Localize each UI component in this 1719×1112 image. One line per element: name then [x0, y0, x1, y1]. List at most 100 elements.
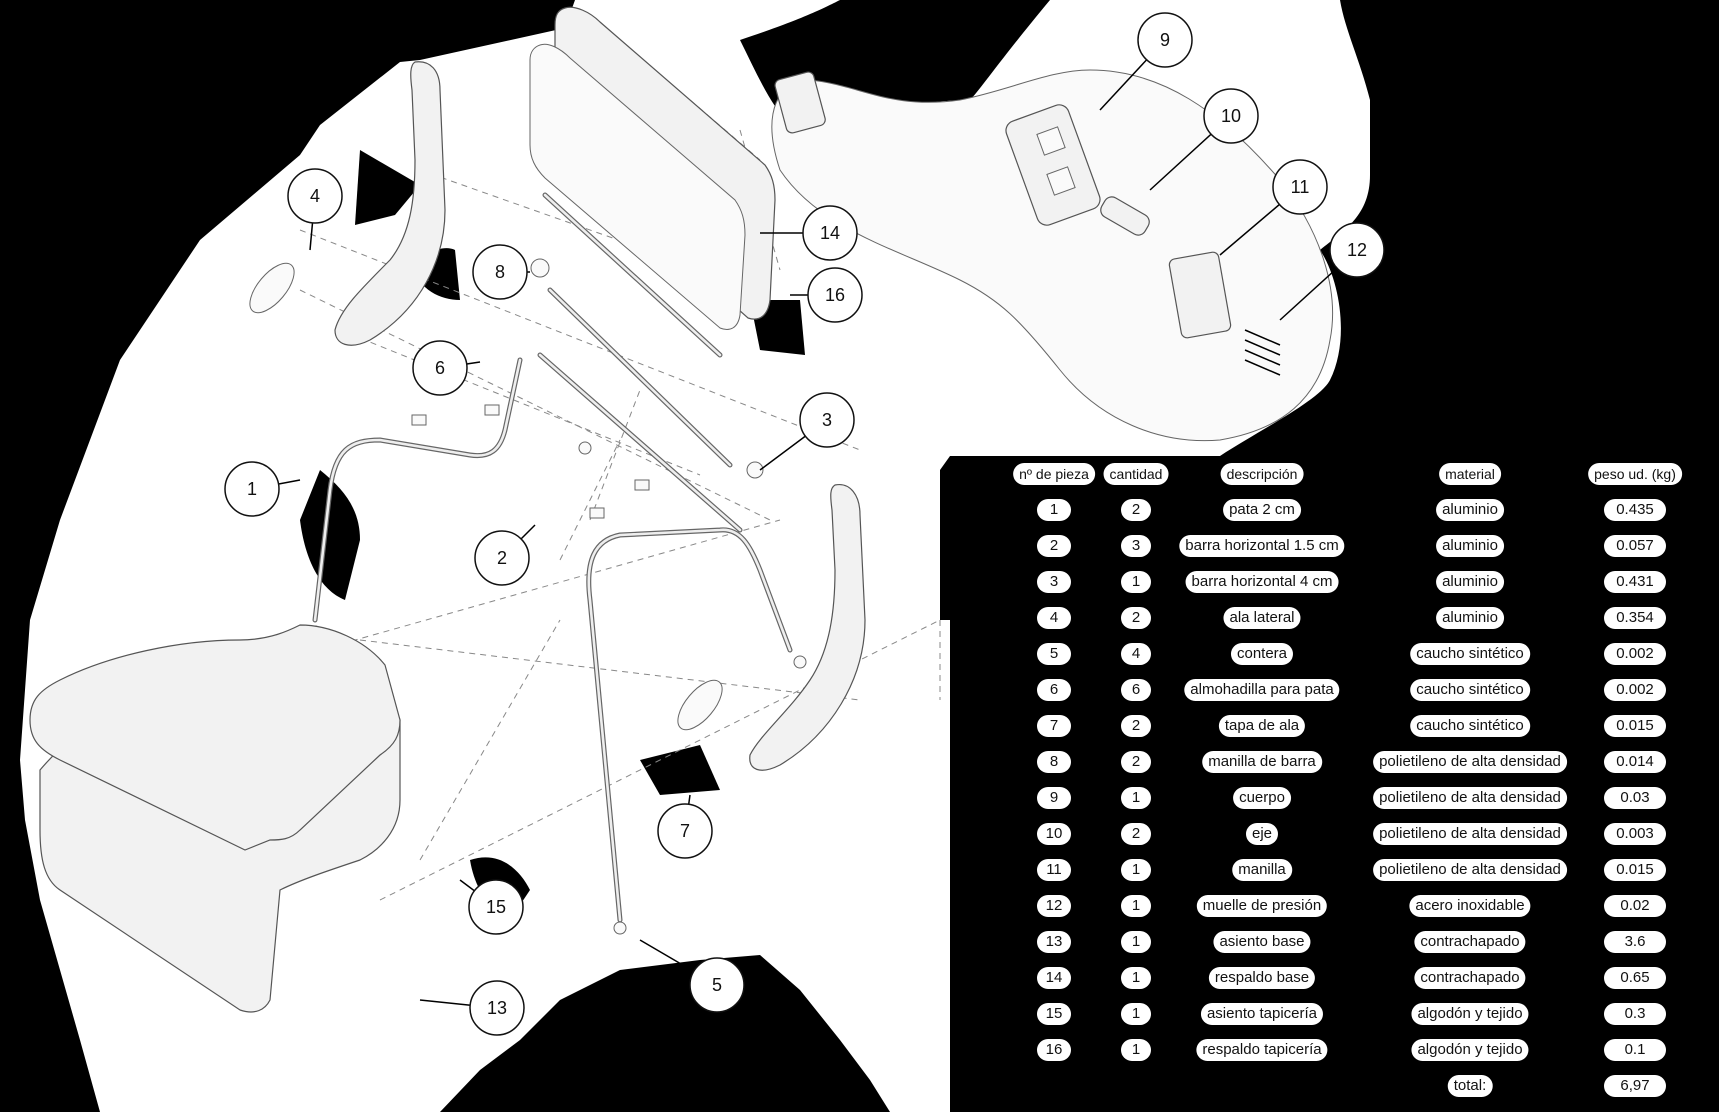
- svg-text:14: 14: [820, 223, 840, 243]
- table-row: 12 1 muelle de presión acero inoxidable …: [950, 888, 1719, 924]
- piece-weight: 0.003: [1604, 823, 1666, 845]
- piece-weight: 0.02: [1604, 895, 1666, 917]
- piece-desc: barra horizontal 1.5 cm: [1179, 535, 1345, 557]
- piece-weight: 0.431: [1604, 571, 1666, 593]
- piece-material: polietileno de alta densidad: [1373, 751, 1567, 773]
- piece-material: polietileno de alta densidad: [1373, 859, 1567, 881]
- svg-text:8: 8: [495, 262, 505, 282]
- piece-weight: 0.002: [1604, 643, 1666, 665]
- table-total-row: total: 6,97: [950, 1068, 1719, 1104]
- piece-weight: 0.014: [1604, 751, 1666, 773]
- callout-15: 15: [468, 879, 524, 935]
- callout-4: 4: [287, 168, 343, 224]
- piece-desc: eje: [1245, 823, 1279, 845]
- piece-qty: 1: [1121, 859, 1151, 881]
- piece-desc: respaldo tapicería: [1196, 1039, 1328, 1061]
- svg-text:15: 15: [486, 897, 506, 917]
- piece-desc: asiento tapicería: [1200, 1003, 1324, 1025]
- piece-number: 4: [1037, 607, 1071, 629]
- table-row: 4 2 ala lateral aluminio 0.354: [950, 600, 1719, 636]
- piece-number: 1: [1037, 499, 1071, 521]
- svg-text:16: 16: [825, 285, 845, 305]
- piece-material: acero inoxidable: [1409, 895, 1531, 917]
- piece-desc: almohadilla para pata: [1184, 679, 1340, 701]
- table-row: 3 1 barra horizontal 4 cm aluminio 0.431: [950, 564, 1719, 600]
- table-row: 13 1 asiento base contrachapado 3.6: [950, 924, 1719, 960]
- piece-qty: 1: [1121, 895, 1151, 917]
- piece-desc: contera: [1230, 643, 1294, 665]
- piece-material: contrachapado: [1414, 967, 1526, 989]
- tubular-frame: [308, 192, 807, 935]
- piece-material: algodón y tejido: [1411, 1003, 1529, 1025]
- header-piece: nº de pieza: [1013, 463, 1095, 485]
- svg-text:13: 13: [487, 998, 507, 1018]
- svg-text:12: 12: [1347, 240, 1367, 260]
- piece-weight: 3.6: [1604, 931, 1666, 953]
- piece-material: polietileno de alta densidad: [1373, 787, 1567, 809]
- svg-text:2: 2: [497, 548, 507, 568]
- table-row: 11 1 manilla polietileno de alta densida…: [950, 852, 1719, 888]
- callout-circles: 1 2 3 4 5 6 7 8 9 10 11 12 13 14 15 16: [224, 12, 1385, 1036]
- callout-8: 8: [472, 244, 528, 300]
- piece-material: caucho sintético: [1410, 679, 1530, 701]
- piece-number: 7: [1037, 715, 1071, 737]
- piece-material: contrachapado: [1414, 931, 1526, 953]
- header-weight: peso ud. (kg): [1588, 463, 1682, 485]
- piece-qty: 4: [1121, 643, 1151, 665]
- svg-text:6: 6: [435, 358, 445, 378]
- piece-number: 12: [1037, 895, 1071, 917]
- piece-material: caucho sintético: [1410, 643, 1530, 665]
- piece-qty: 2: [1121, 715, 1151, 737]
- piece-qty: 2: [1121, 607, 1151, 629]
- piece-weight: 0.015: [1604, 859, 1666, 881]
- piece-weight: 0.03: [1604, 787, 1666, 809]
- piece-desc: manilla: [1232, 859, 1292, 881]
- side-wings: [249, 61, 866, 771]
- piece-desc: ala lateral: [1223, 607, 1301, 629]
- svg-text:7: 7: [680, 821, 690, 841]
- piece-material: aluminio: [1436, 607, 1504, 629]
- header-desc: descripción: [1220, 463, 1304, 485]
- svg-text:1: 1: [247, 479, 257, 499]
- callout-14: 14: [802, 205, 858, 261]
- piece-number: 2: [1037, 535, 1071, 557]
- table-row: 7 2 tapa de ala caucho sintético 0.015: [950, 708, 1719, 744]
- piece-weight: 0.3: [1604, 1003, 1666, 1025]
- header-material: material: [1439, 463, 1501, 485]
- backrest: [529, 6, 776, 330]
- callout-12: 12: [1329, 222, 1385, 278]
- piece-material: aluminio: [1436, 571, 1504, 593]
- piece-desc: muelle de presión: [1196, 895, 1328, 917]
- mechanism-detail: [771, 69, 1333, 442]
- table-row: 2 3 barra horizontal 1.5 cm aluminio 0.0…: [950, 528, 1719, 564]
- svg-text:9: 9: [1160, 30, 1170, 50]
- table-row: 15 1 asiento tapicería algodón y tejido …: [950, 996, 1719, 1032]
- table-row: 1 2 pata 2 cm aluminio 0.435: [950, 492, 1719, 528]
- piece-desc: manilla de barra: [1202, 751, 1322, 773]
- seat: [29, 624, 401, 1013]
- piece-number: 16: [1037, 1039, 1071, 1061]
- piece-desc: tapa de ala: [1218, 715, 1306, 737]
- piece-desc: asiento base: [1213, 931, 1311, 953]
- piece-number: 15: [1037, 1003, 1071, 1025]
- piece-weight: 0.002: [1604, 679, 1666, 701]
- piece-number: 13: [1037, 931, 1071, 953]
- svg-text:4: 4: [310, 186, 320, 206]
- piece-qty: 6: [1121, 679, 1151, 701]
- svg-text:11: 11: [1291, 177, 1310, 197]
- piece-weight: 0.015: [1604, 715, 1666, 737]
- piece-number: 11: [1037, 859, 1071, 881]
- callout-10: 10: [1203, 88, 1259, 144]
- piece-qty: 2: [1121, 499, 1151, 521]
- table-row: 9 1 cuerpo polietileno de alta densidad …: [950, 780, 1719, 816]
- piece-qty: 1: [1121, 571, 1151, 593]
- table-row: 10 2 eje polietileno de alta densidad 0.…: [950, 816, 1719, 852]
- piece-material: aluminio: [1436, 499, 1504, 521]
- callout-2: 2: [474, 530, 530, 586]
- piece-qty: 1: [1121, 967, 1151, 989]
- total-value: 6,97: [1604, 1075, 1666, 1097]
- svg-text:3: 3: [822, 410, 832, 430]
- piece-number: 10: [1037, 823, 1071, 845]
- piece-number: 14: [1037, 967, 1071, 989]
- callout-1: 1: [224, 461, 280, 517]
